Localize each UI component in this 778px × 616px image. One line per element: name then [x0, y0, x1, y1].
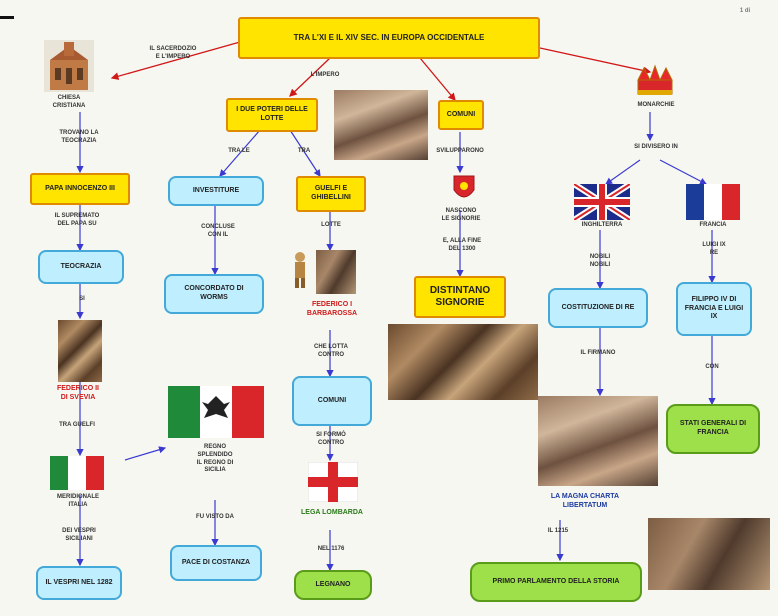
- filippo-node: FILIPPO IV DI FRANCIA E LUIGI IX: [676, 282, 752, 336]
- guelfi-node: GUELFI E GHIBELLINI: [296, 176, 366, 212]
- stati-node: STATI GENERALI DI FRANCIA: [666, 404, 760, 454]
- label-il-1215: IL 1215: [547, 528, 569, 534]
- portrait-painting-icon: [58, 320, 102, 382]
- label-tra-guelfi: TRA GUELFI: [59, 422, 95, 428]
- concordato-node: CONCORDATO DI WORMS: [164, 274, 264, 314]
- label-il-firmano: IL FIRMANO: [580, 350, 616, 356]
- distintano-node: DISTINTANO SIGNORIE: [414, 276, 506, 318]
- label-sostenuta: IL SUPREMATO DEL PAPA SU: [54, 213, 100, 227]
- pace-node: PACE DI COSTANZA: [170, 545, 262, 581]
- eagle-flag-icon: [168, 386, 264, 438]
- label-nascono: NASCONO LE SIGNORIE: [441, 208, 481, 222]
- label-lotte: LOTTE: [321, 222, 341, 228]
- comuni-node: COMUNI: [438, 100, 484, 130]
- due-poteri-node: I DUE POTERI DELLE LOTTE: [226, 98, 318, 132]
- label-francia: FRANCIA: [699, 222, 727, 228]
- parliament-painting-icon: [648, 518, 770, 590]
- label-lega: LEGA LOMBARDA: [301, 509, 363, 516]
- label-chiesa-top: IL SACERDOZIO E L'IMPERO: [149, 46, 197, 60]
- parlamento-node: PRIMO PARLAMENTO DELLA STORIA: [470, 562, 642, 602]
- label-meridionale: MERIDIONALE ITALIA: [57, 494, 99, 508]
- union-jack-flag-icon: [574, 184, 630, 220]
- investiture-node: INVESTITURE: [168, 176, 264, 206]
- title-box: TRA L'XI E IL XIV SEC. IN EUROPA OCCIDEN…: [238, 17, 540, 59]
- label-barbarossa: FEDERICO I BARBAROSSA: [306, 301, 358, 318]
- comuni-italiani-node: COMUNI: [292, 376, 372, 426]
- label-inghilterra: INGHILTERRA: [581, 222, 623, 228]
- page-number: 1 di: [739, 8, 751, 14]
- legnano-node: LEGNANO: [294, 570, 372, 600]
- battle-painting-icon: [388, 324, 538, 400]
- vespri-node: IL VESPRI NEL 1282: [36, 566, 122, 600]
- label-fu-visto: FU VISTO DA: [196, 514, 234, 520]
- crown-icon: [634, 62, 676, 98]
- church-icon: [44, 40, 94, 92]
- label-nobili: NOBILI NOBILI: [589, 254, 611, 268]
- label-regno: REGNO SPLENDIDO IL REGNO DI SICILIA: [196, 444, 234, 474]
- italian-flag-icon: [50, 456, 104, 490]
- label-magna: LA MAGNA CHARTA LIBERTATUM: [550, 493, 620, 510]
- lombard-cross-icon: [308, 462, 358, 502]
- crest-icon: [450, 174, 478, 204]
- knight-icon: [290, 250, 310, 290]
- innocenzo-node: PAPA INNOCENZO III: [30, 173, 130, 205]
- barbarossa-portrait-icon: [316, 250, 356, 294]
- label-federico2: FEDERICO II DI SVEVIA: [56, 385, 99, 402]
- label-conclusi: CONCLUSE CON IL: [201, 224, 235, 238]
- label-luigi: LUIGI IX RE: [702, 242, 726, 256]
- label-trovano: TROVANO LA TEOCRAZIA: [59, 130, 99, 144]
- label-che-lotta: CHE LOTTA CONTRO: [314, 344, 348, 358]
- label-dalle-fine: E, ALLA FINE DEL 1300: [442, 238, 482, 252]
- label-nel-1176: NEL 1176: [317, 546, 345, 552]
- label-si-divisero: SI DIVISERO IN: [634, 144, 678, 150]
- magna-charta-painting-icon: [538, 396, 658, 486]
- label-tra: TRA: [297, 148, 311, 154]
- costituzione-node: COSTITUZIONE DI RE: [548, 288, 648, 328]
- label-svilupparono: SVILUPPARONO: [436, 148, 484, 154]
- label-dei-vespri: DEI VESPRI SICILIANI: [62, 528, 96, 542]
- teocrazia-node: TEOCRAZIA: [38, 250, 124, 284]
- label-tra-le: TRA LE: [228, 148, 250, 154]
- label-con: CON: [705, 364, 719, 370]
- label-si: SI: [79, 296, 85, 302]
- french-flag-icon: [686, 184, 740, 220]
- label-impero: L'IMPERO: [310, 72, 340, 78]
- label-si-formo: SI FORMÒ CONTRO: [316, 432, 346, 446]
- label-chiesa: CHIESA CRISTIANA: [52, 95, 86, 109]
- page-marker: [0, 16, 14, 19]
- painting-icon: [334, 90, 428, 160]
- label-monarchie: MONARCHIE: [637, 102, 675, 108]
